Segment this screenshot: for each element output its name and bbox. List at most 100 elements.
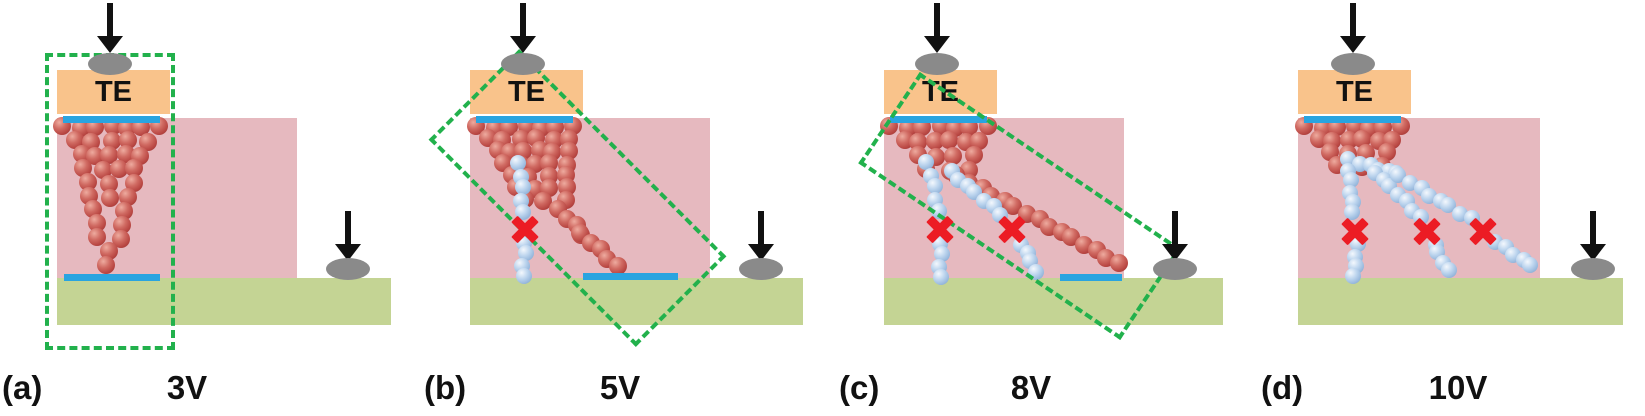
blue-filament-sphere xyxy=(933,245,950,262)
red-filament-sphere xyxy=(101,188,120,207)
panel-letter-c: (c) xyxy=(839,369,880,406)
probe-tip-icon xyxy=(739,258,783,280)
voltage-label-b: 5V xyxy=(599,369,641,406)
down-arrow-icon xyxy=(1350,3,1356,37)
rupture-x-icon xyxy=(1340,216,1370,246)
rupture-x-icon xyxy=(1468,216,1498,246)
red-filament-sphere xyxy=(111,230,130,249)
down-arrow-icon xyxy=(345,211,351,245)
red-filament-sphere xyxy=(1352,130,1371,148)
down-arrow-icon xyxy=(758,211,764,245)
blue-filament-sphere xyxy=(1440,262,1457,279)
red-filament-sphere xyxy=(124,173,143,192)
blue-filament-sphere xyxy=(1345,267,1362,284)
down-arrow-head-icon xyxy=(1580,244,1606,261)
red-filament-sphere xyxy=(109,159,128,178)
blue-filament-sphere xyxy=(932,269,949,285)
red-filament-sphere xyxy=(965,145,984,164)
top-contact-bar xyxy=(476,116,573,123)
down-arrow-head-icon xyxy=(335,244,361,261)
top-contact-bar xyxy=(1304,116,1401,123)
red-filament-sphere xyxy=(79,172,98,191)
blue-filament-sphere xyxy=(510,154,527,171)
blue-filament-sphere xyxy=(1522,256,1539,273)
top-electrode-label: TE xyxy=(507,75,546,108)
bottom-electrode: BE xyxy=(57,278,391,325)
down-arrow-head-icon xyxy=(1340,36,1366,53)
filament-layer xyxy=(880,0,1304,416)
probe-tip-icon xyxy=(915,53,959,75)
top-contact-bar xyxy=(890,116,987,123)
down-arrow-head-icon xyxy=(1162,244,1188,261)
red-filament-sphere xyxy=(99,145,118,164)
probe-tip-icon xyxy=(501,53,545,75)
down-arrow-head-icon xyxy=(748,244,774,261)
filament-layer xyxy=(1295,0,1645,416)
down-arrow-icon xyxy=(1172,211,1178,245)
red-filament-sphere xyxy=(1378,143,1397,161)
panel-b: BE TE xyxy=(428,0,890,416)
top-electrode: TE xyxy=(884,70,997,114)
voltage-label-a: 3V xyxy=(166,369,208,406)
red-filament-sphere xyxy=(138,132,157,151)
blue-filament-sphere xyxy=(926,178,943,195)
panel-letter-d: (d) xyxy=(1261,369,1304,406)
blue-filament-sphere xyxy=(1343,172,1360,189)
top-electrode-label: TE xyxy=(921,75,960,108)
rupture-x-icon xyxy=(1412,216,1442,246)
red-filament-sphere xyxy=(88,214,107,233)
highlight-dashed-box xyxy=(45,53,175,350)
probe-tip-icon xyxy=(88,53,132,75)
panel-letter-b: (b) xyxy=(424,369,467,406)
red-filament-sphere xyxy=(114,202,133,221)
bottom-electrode: BE xyxy=(1298,278,1623,325)
red-filament-sphere xyxy=(66,130,85,149)
down-arrow-head-icon xyxy=(510,36,536,53)
red-filament-sphere xyxy=(943,146,962,165)
rupture-x-icon xyxy=(510,214,540,244)
red-filament-sphere xyxy=(100,242,119,261)
red-filament-sphere xyxy=(79,186,98,205)
panel-letter-a: (a) xyxy=(2,369,43,406)
top-electrode: TE xyxy=(470,70,583,114)
red-filament-sphere xyxy=(88,228,107,247)
red-filament-sphere xyxy=(102,131,121,150)
red-filament-sphere xyxy=(84,200,103,219)
bottom-contact-bar xyxy=(583,273,678,280)
red-filament-sphere xyxy=(1109,254,1128,272)
top-electrode-label: TE xyxy=(94,75,133,108)
red-filament-sphere xyxy=(118,130,137,149)
red-filament-sphere xyxy=(74,158,93,177)
blue-filament-sphere xyxy=(918,153,935,170)
rupture-x-icon xyxy=(997,214,1027,244)
panel-d: BE TE xyxy=(1295,0,1645,416)
top-electrode: TE xyxy=(57,70,170,114)
top-electrode-label: TE xyxy=(1335,75,1374,108)
red-filament-sphere xyxy=(113,216,132,235)
top-electrode: TE xyxy=(1298,70,1411,114)
filament-layer xyxy=(467,0,890,416)
red-filament-sphere xyxy=(125,158,144,177)
panel-a: BE TE xyxy=(45,0,477,416)
down-arrow-icon xyxy=(1590,211,1596,245)
down-arrow-icon xyxy=(520,3,526,37)
bottom-contact-bar xyxy=(64,274,160,281)
down-arrow-icon xyxy=(107,3,113,37)
red-filament-sphere xyxy=(118,187,137,206)
bottom-electrode: BE xyxy=(884,278,1223,325)
red-filament-sphere xyxy=(608,257,627,275)
red-filament-sphere xyxy=(100,174,118,193)
bottom-electrode: BE xyxy=(470,278,803,325)
bottom-contact-bar xyxy=(1060,274,1122,281)
red-filament-sphere xyxy=(94,160,113,179)
blue-filament-sphere xyxy=(514,179,531,196)
down-arrow-icon xyxy=(934,3,940,37)
down-arrow-head-icon xyxy=(924,36,950,53)
blue-filament-sphere xyxy=(515,268,532,284)
probe-tip-icon xyxy=(1571,258,1615,280)
probe-tip-icon xyxy=(1153,258,1197,280)
voltage-label-d: 10V xyxy=(1428,369,1488,406)
voltage-label-c: 8V xyxy=(1010,369,1052,406)
rupture-x-icon xyxy=(925,214,955,244)
